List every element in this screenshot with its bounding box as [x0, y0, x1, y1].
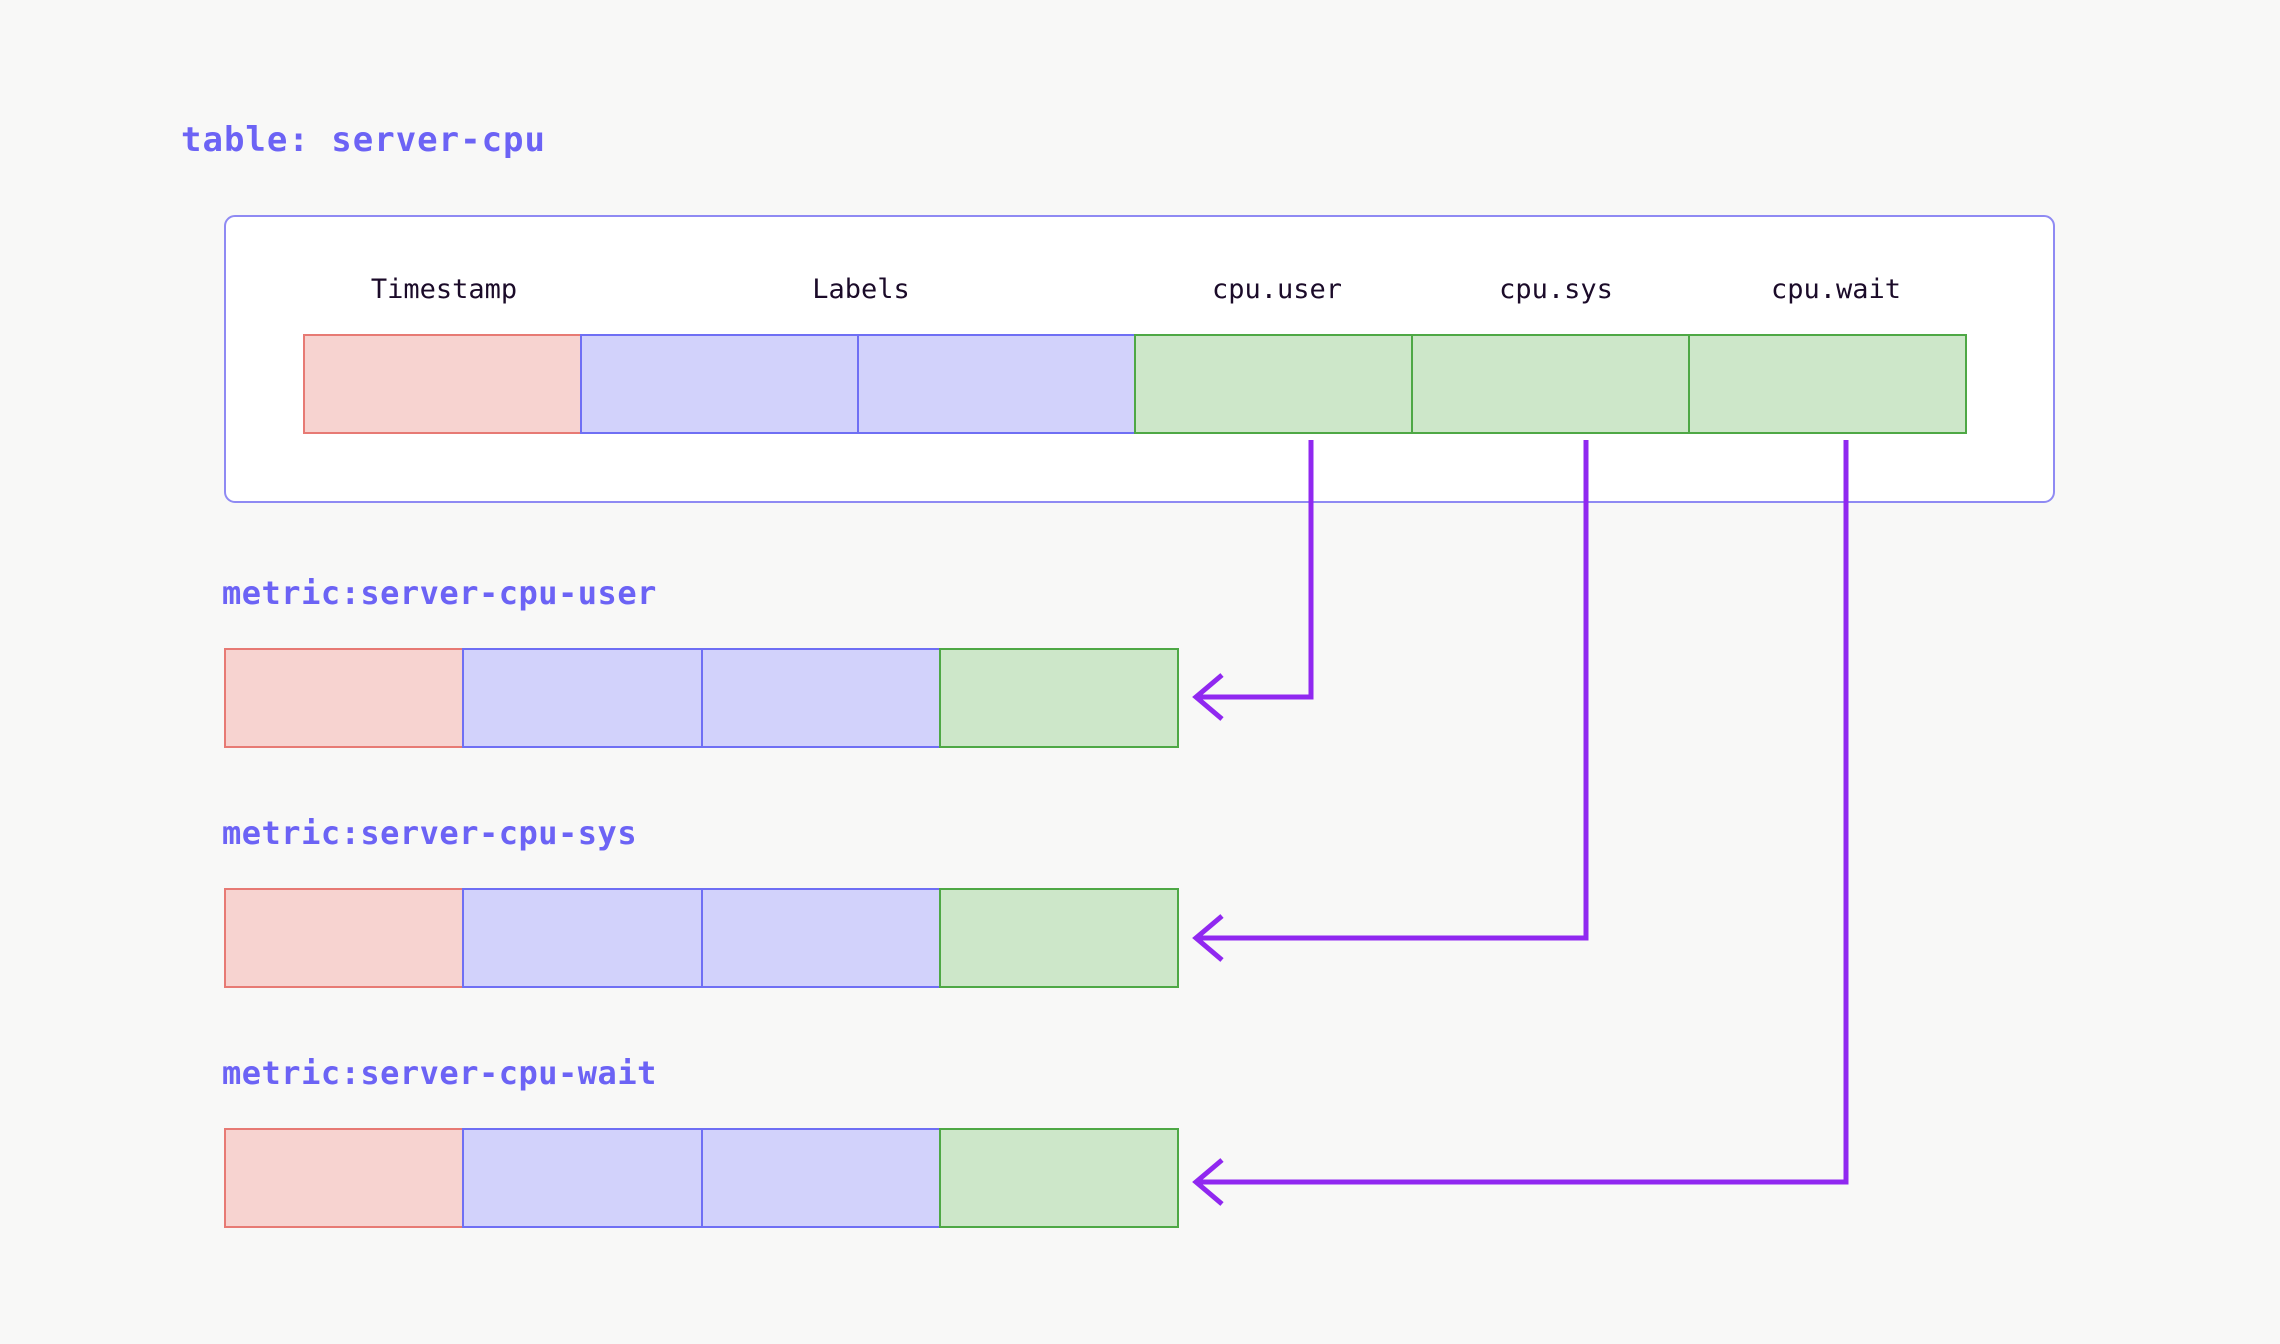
column-header-timestamp: Timestamp [370, 274, 518, 305]
cell-green [938, 1128, 1179, 1228]
cell-green [938, 648, 1179, 748]
cell-blue [700, 1128, 941, 1228]
metric-title: metric:server-cpu-user [222, 574, 657, 612]
cell-blue [857, 334, 1136, 434]
connector-arrow [1192, 440, 1589, 962]
cell-green [1134, 334, 1413, 434]
arrow-head-icon [1192, 673, 1224, 721]
cell-green [1688, 334, 1967, 434]
cell-blue [462, 648, 703, 748]
metric-title: metric:server-cpu-sys [222, 814, 638, 852]
column-header-labels: Labels [812, 274, 910, 305]
arrow-head-icon [1192, 1158, 1224, 1206]
table-title: table: server-cpu [181, 120, 546, 160]
metric-cell-row [224, 648, 1179, 748]
cell-blue [462, 888, 703, 988]
cell-pink [224, 888, 465, 988]
cell-blue [700, 888, 941, 988]
cell-pink [303, 334, 582, 434]
column-header-cpu-user: cpu.user [1211, 274, 1343, 305]
table-cell-row [303, 334, 1973, 434]
cell-green [938, 888, 1179, 988]
cell-pink [224, 648, 465, 748]
cell-blue [700, 648, 941, 748]
connector-arrow [1192, 440, 1849, 1206]
cell-blue [580, 334, 859, 434]
cell-green [1411, 334, 1690, 434]
column-header-cpu-wait: cpu.wait [1770, 274, 1902, 305]
cell-pink [224, 1128, 465, 1228]
cell-blue [462, 1128, 703, 1228]
metric-title: metric:server-cpu-wait [222, 1054, 657, 1092]
arrow-head-icon [1192, 914, 1224, 962]
column-header-cpu-sys: cpu.sys [1499, 274, 1613, 305]
metric-cell-row [224, 888, 1179, 988]
metric-cell-row [224, 1128, 1179, 1228]
